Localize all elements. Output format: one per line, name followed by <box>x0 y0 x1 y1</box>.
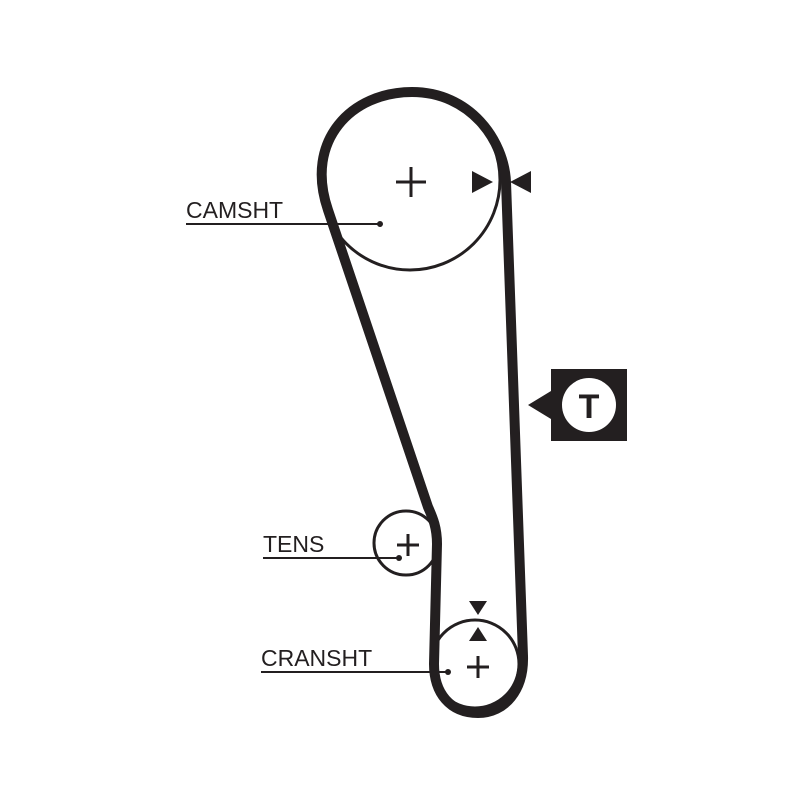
camshaft-timing-mark-icon <box>472 171 531 193</box>
timing-belt <box>316 87 529 718</box>
crankshaft-center-mark <box>467 656 489 678</box>
tensioner-label: TENS <box>263 531 324 557</box>
tension-badge-label: T <box>579 388 600 426</box>
tensioner-leader: TENS <box>263 531 402 561</box>
camshaft-center-mark <box>396 167 426 197</box>
crankshaft-timing-mark-icon <box>469 601 487 641</box>
camshaft-leader: CAMSHT <box>186 197 383 227</box>
crankshaft-label: CRANSHT <box>261 645 372 671</box>
camshaft-label: CAMSHT <box>186 197 283 223</box>
tension-point-badge: T <box>528 369 627 441</box>
crankshaft-leader: CRANSHT <box>261 645 451 675</box>
tensioner-center-mark <box>397 534 419 556</box>
